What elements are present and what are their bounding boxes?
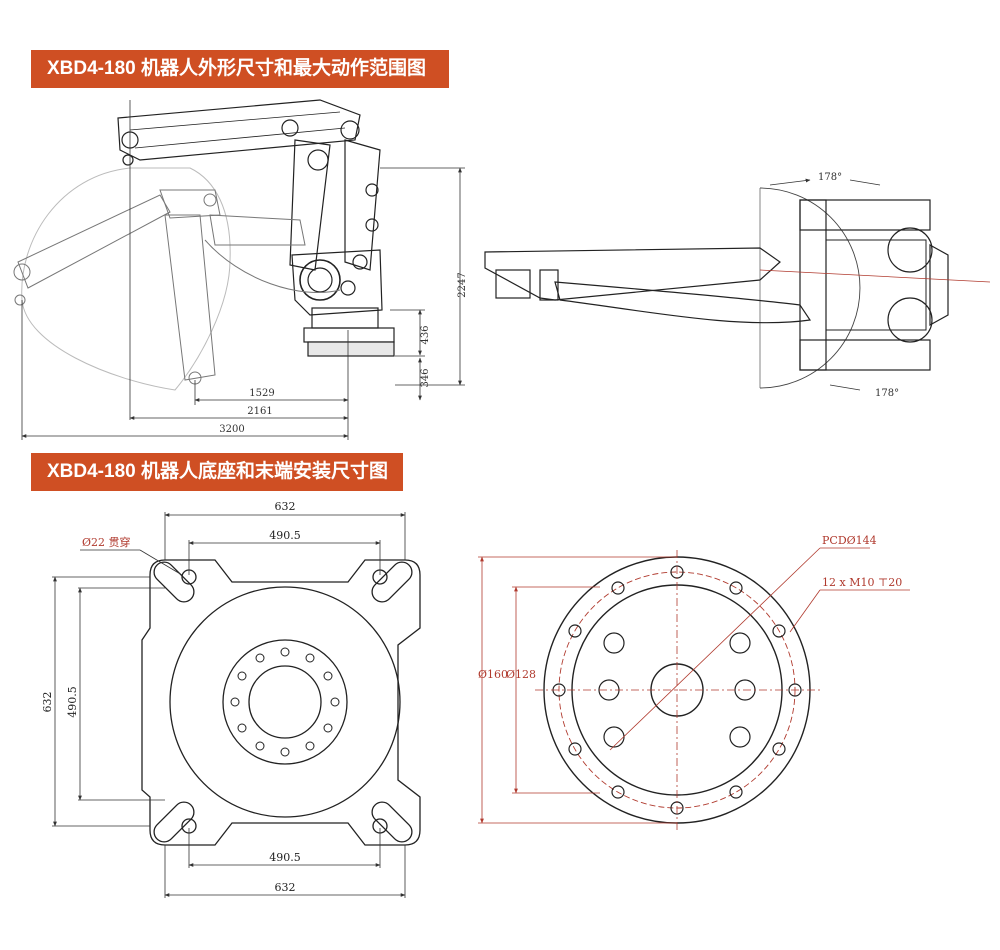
section-title-mounting: XBD4-180 机器人底座和末端安装尺寸图 — [31, 453, 403, 491]
shoulder-joint — [299, 259, 341, 301]
wrist-block — [495, 269, 531, 299]
base-plate-drawing — [141, 559, 421, 846]
dim-436: 436 — [420, 325, 431, 344]
dim-1529: 1529 — [249, 388, 274, 399]
dim-3200: 3200 — [219, 424, 244, 435]
base-center-bore — [248, 665, 322, 739]
dim-width-top: 632 — [275, 500, 296, 513]
ghost-arm-lowered — [13, 189, 341, 385]
robot-base-plate — [307, 341, 395, 357]
dim-346: 346 — [420, 368, 431, 387]
angle-top: 178° — [818, 172, 842, 183]
dim-width-bottom: 632 — [275, 881, 296, 894]
flange-dimensions — [478, 547, 910, 830]
bolt-circle-holes — [230, 647, 340, 757]
base-plate-ring — [169, 586, 401, 818]
mounting-slots — [153, 561, 413, 843]
robot-base-flange — [303, 327, 395, 343]
dim-inner-left: 490.5 — [66, 686, 79, 718]
robot-body — [291, 249, 383, 316]
dim-height-left: 632 — [41, 692, 54, 713]
pcd-label: PCDØ144 — [822, 534, 877, 547]
rotation-arc — [759, 187, 861, 389]
dia-inner-label: Ø128 — [506, 668, 536, 681]
side-view-dimensions — [21, 100, 465, 440]
angle-bottom: 178° — [875, 388, 899, 399]
top-view-drawing — [484, 187, 991, 389]
dim-2161: 2161 — [247, 406, 272, 417]
section-title-dimensions: XBD4-180 机器人外形尺寸和最大动作范围图 — [31, 50, 449, 88]
top-view-angle-marks — [769, 178, 881, 391]
dia-outer-label: Ø160 — [478, 668, 508, 681]
thread-label: 12 x M10 ⊤20 — [822, 576, 902, 589]
hole-label: Ø22 贯穿 — [82, 535, 131, 549]
upper-arm — [117, 99, 361, 161]
turret-bottom — [799, 339, 931, 371]
work-envelope — [21, 167, 231, 391]
base-inner-ring — [222, 639, 348, 765]
forearm-link — [289, 139, 331, 271]
dim-inner-top: 490.5 — [269, 529, 301, 542]
dim-2247: 2247 — [457, 272, 468, 297]
dim-inner-bottom: 490.5 — [269, 851, 301, 864]
top-arm — [484, 247, 781, 301]
turret-top — [799, 199, 931, 231]
base-plate-dimensions — [52, 512, 406, 898]
side-view-drawing — [13, 99, 395, 391]
